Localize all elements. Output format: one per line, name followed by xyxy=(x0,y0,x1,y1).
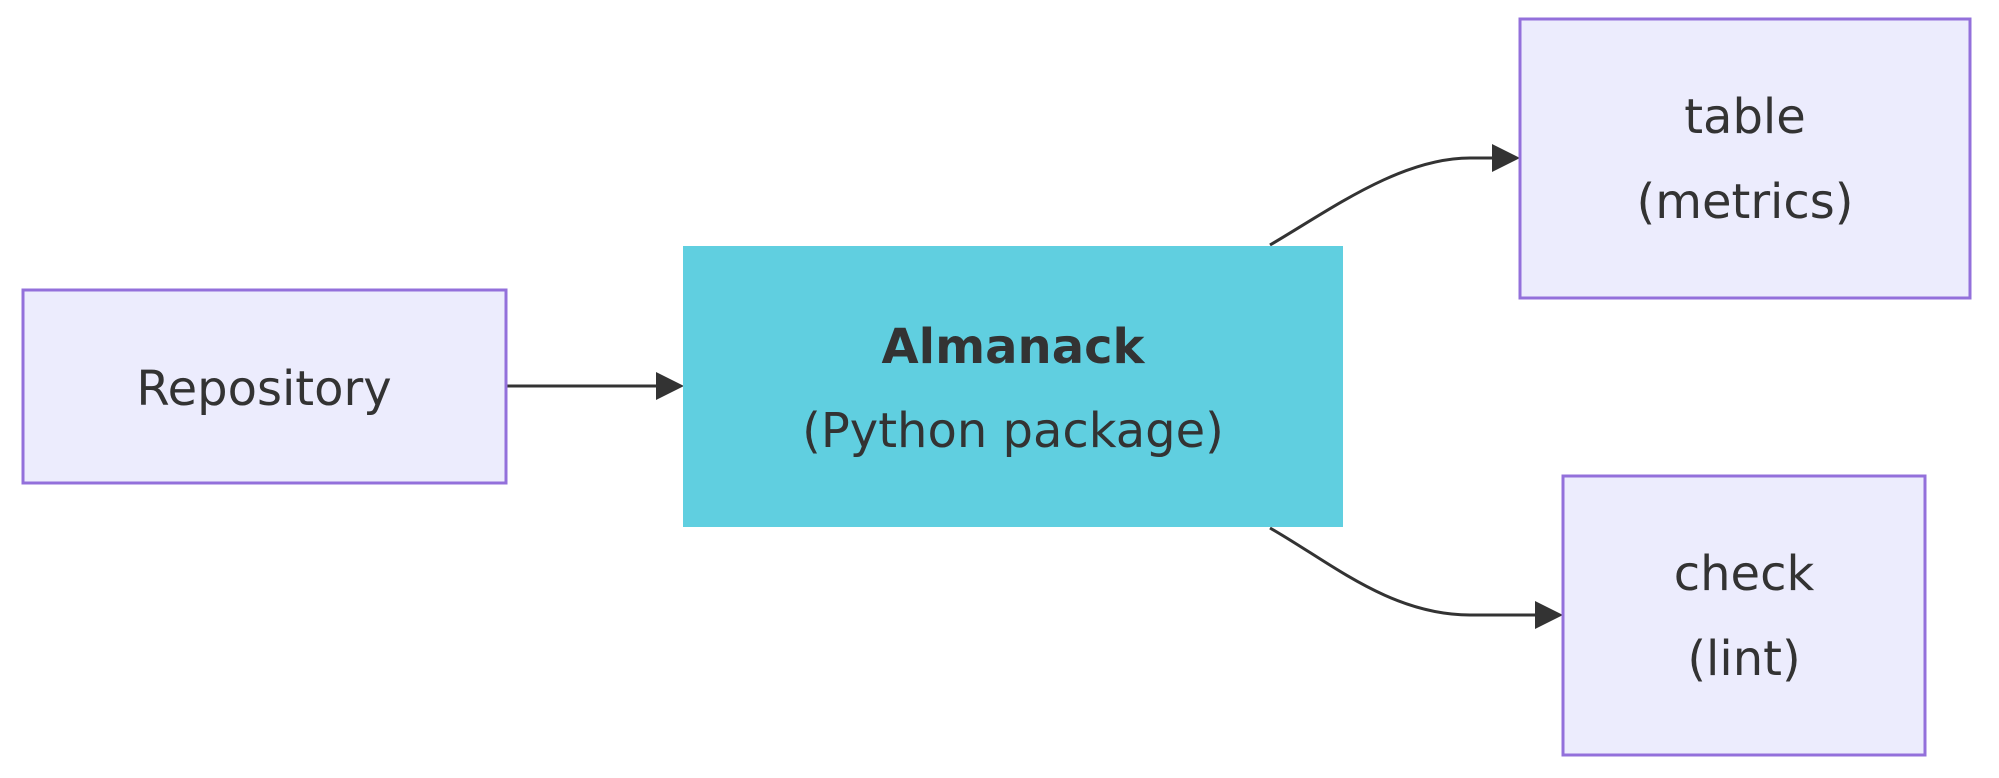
edge-repository-to-almanack xyxy=(506,372,684,400)
node-almanack-subtitle: (Python package) xyxy=(802,403,1224,459)
node-repository-label: Repository xyxy=(136,361,391,417)
edge-almanack-to-table xyxy=(1269,144,1520,247)
node-almanack[interactable]: Almanack (Python package) xyxy=(683,246,1343,527)
node-check-subtitle: (lint) xyxy=(1687,631,1800,687)
node-table-subtitle: (metrics) xyxy=(1636,174,1853,230)
node-repository[interactable]: Repository xyxy=(21,288,508,485)
edge-almanack-to-check xyxy=(1269,526,1563,629)
node-check-title: check xyxy=(1674,546,1815,602)
node-almanack-title: Almanack xyxy=(882,319,1146,375)
node-check[interactable]: check (lint) xyxy=(1561,474,1927,757)
node-table[interactable]: table (metrics) xyxy=(1518,17,1972,300)
node-table-title: table xyxy=(1684,89,1806,145)
